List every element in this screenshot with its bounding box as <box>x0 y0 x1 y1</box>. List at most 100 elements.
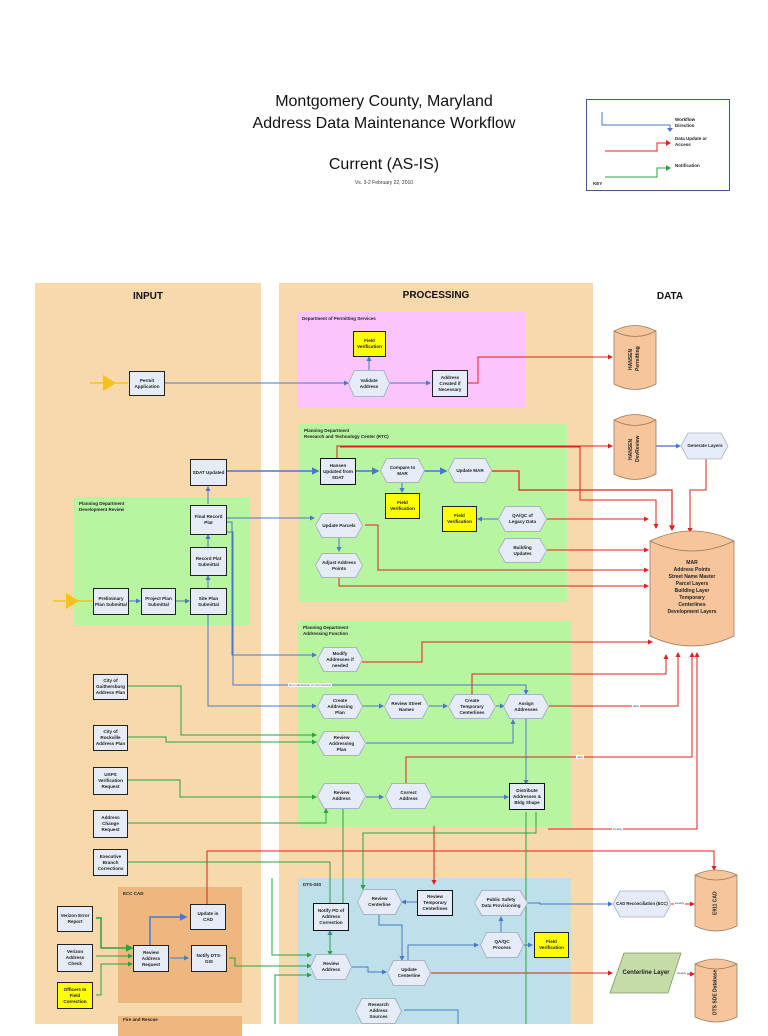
node-modify-addresses[interactable]: Modify Addresses if needed <box>317 647 363 672</box>
mar-line-development-layers: Development Layers <box>667 609 717 615</box>
wire-record-assign <box>227 531 529 695</box>
node-update-centerline[interactable]: Update Centerline <box>387 960 431 986</box>
mar-line-street-name-master: Street Name Master <box>668 574 716 580</box>
node-officers-correction[interactable]: Officers In Field Correction <box>57 982 93 1009</box>
wire-ecc-update-cad <box>206 850 717 905</box>
mar-line-building-layer: Building Layer <box>674 588 710 594</box>
legend-lines <box>601 112 673 178</box>
node-update-parcels[interactable]: Update Parcels <box>315 513 363 538</box>
version-label: Vs. 3-2 February 22, 2010 <box>354 180 414 186</box>
node-rockville-plan[interactable]: City of Rockville Address Plan <box>93 725 128 751</box>
legend-workflow-line <box>601 112 671 130</box>
region-fire-rescue-label: Fire and Rescue <box>123 1017 158 1022</box>
node-executive-branch[interactable]: Executive Branch Corrections <box>93 849 128 876</box>
node-public-safety-provisioning[interactable]: Public Safety Data Provisioning <box>474 890 528 916</box>
region-dts-gis-label: DTS-GIS <box>303 882 322 887</box>
node-sdat-updated[interactable]: SDAT Updated <box>190 459 227 486</box>
node-verizon-error[interactable]: Verizon Error Report <box>57 906 93 932</box>
node-preliminary-plan[interactable]: Preliminary Plan Submittal <box>93 588 129 615</box>
node-centerline-layer[interactable]: Centerline Layer <box>622 970 670 976</box>
node-field-verification-rtc[interactable]: Field Verification <box>385 493 420 519</box>
wire-officers <box>96 961 133 996</box>
node-field-verification-dts[interactable]: Field Verification <box>534 932 569 958</box>
weekly-annotation-cad: weekly <box>674 901 686 905</box>
node-cad-reconciliation[interactable]: CAD Reconciliation (ECC) <box>616 901 668 906</box>
wire-distribute-review-centerline <box>360 812 537 890</box>
wire-adjust-mar <box>338 577 649 589</box>
node-site-plan[interactable]: Site Plan Submittal <box>190 588 227 615</box>
store-e911-cad[interactable]: E911 CAD <box>712 891 719 915</box>
wire-generate-mar <box>687 459 707 533</box>
start-arrowhead-permit <box>103 375 116 391</box>
region-ecc-cad-label: ECC CAD <box>123 891 144 896</box>
wire-created-hansen-perm <box>467 354 613 384</box>
node-review-temp-centerlines[interactable]: Review Temporary Centerlines <box>417 890 453 916</box>
node-research-address-sources[interactable]: Research Address Sources <box>355 998 402 1024</box>
node-building-updates[interactable]: Building Updates <box>498 538 547 563</box>
wire-dts-review-update <box>351 966 387 975</box>
cad-recon-hex <box>612 890 672 918</box>
wire-review-plan-assign <box>366 719 516 744</box>
node-distribute-addresses[interactable]: Distribute Addresses & Bldg Shape <box>509 783 545 810</box>
node-hansen-updated[interactable]: Hansen Updated from SDAT <box>320 458 356 485</box>
cylinder-sde-rim <box>694 963 738 970</box>
node-generate-layers[interactable]: Generate Layers <box>687 443 723 448</box>
node-record-plat-submittal[interactable]: Record Plat Submittal <box>190 547 227 576</box>
mar-line-address-points: Address Points <box>673 567 711 573</box>
store-dts-sde[interactable]: DTS SDE Database <box>712 969 719 1015</box>
node-create-addressing-plan[interactable]: Create Addressing Plan <box>317 694 363 719</box>
wire-hansen-mar-top <box>340 446 659 529</box>
centerline-layer-shape <box>609 952 682 994</box>
node-review-centerline[interactable]: Review Centerline <box>357 889 402 915</box>
node-field-verification-legacy[interactable]: Field Verification <box>442 506 477 532</box>
legend-update-line <box>605 142 667 152</box>
node-notify-pd[interactable]: Notify PD of Address Correction <box>313 903 349 931</box>
cylinder-hansen-permitting <box>613 325 657 390</box>
node-gaithersburg-plan[interactable]: City of Gaithersburg Address Plan <box>93 674 128 700</box>
node-create-temp-centerlines[interactable]: Create Temporary Centerlines <box>448 694 496 719</box>
node-review-street-names[interactable]: Review Street Names <box>384 694 429 719</box>
wire-final-modify <box>227 521 317 658</box>
wire-parcels-mar <box>365 524 649 573</box>
node-validate-address[interactable]: Validate Address <box>348 370 390 397</box>
node-compare-to-mar[interactable]: Compare to MAR <box>380 458 425 483</box>
node-project-plan[interactable]: Project Plan Submittal <box>141 588 176 615</box>
node-correct-address[interactable]: Correct Address <box>385 783 432 809</box>
wire-usps <box>128 779 317 800</box>
node-update-in-cad[interactable]: Update in CAD <box>190 904 226 930</box>
wire-modify-mar <box>362 639 653 663</box>
node-review-address-request[interactable]: Review Address Request <box>133 945 169 972</box>
node-notify-dts-gis[interactable]: Notify DTS-GIS <box>191 945 227 972</box>
generate-layers-hex <box>680 432 729 460</box>
legend-notification-arrowhead <box>666 165 671 171</box>
node-field-verification-permitting[interactable]: Field Verification <box>353 331 386 357</box>
node-verizon-check[interactable]: Verizon Address Check <box>57 944 93 972</box>
wire-notify-dts <box>229 957 312 969</box>
store-hansen-permitting[interactable]: HANSEN Permitting <box>628 346 641 372</box>
wire-public-cad-recon <box>528 901 613 907</box>
wire-update-qaqc <box>407 942 479 960</box>
node-permit-application[interactable]: Permit Application <box>129 371 165 396</box>
wire-site-create-plan <box>207 614 317 709</box>
processing-lane-title: PROCESSING <box>402 290 470 301</box>
node-review-address[interactable]: Review Address <box>317 783 366 809</box>
node-qaqc-process[interactable]: QA/QC Process <box>480 932 524 958</box>
node-review-addressing-plan[interactable]: Review Addressing Plan <box>317 731 366 756</box>
node-qaqc-legacy[interactable]: QA/QC of Legacy Data <box>498 506 547 532</box>
store-mar[interactable]: MAR Address Points Street Name Master Pa… <box>652 560 732 616</box>
legend-update-arrowhead <box>666 140 671 146</box>
node-final-record-plat[interactable]: Final Record Plat <box>190 505 227 535</box>
wire-address-change <box>128 808 329 824</box>
wire-exec-dts-review <box>271 878 312 958</box>
store-hansen-devreview[interactable]: HANSEN DevReview <box>628 435 641 463</box>
node-usps-verification[interactable]: USPS Verification Request <box>93 767 128 795</box>
node-address-created[interactable]: Address Created if Necessary <box>432 370 468 397</box>
region-rtc-label: Planning Department Research and Technol… <box>304 428 389 439</box>
node-address-change[interactable]: Address Change Request <box>93 810 128 838</box>
cylinder-dts-sde <box>694 958 738 1023</box>
node-assign-addresses[interactable]: Assign Addresses <box>503 694 549 719</box>
node-dts-review-address[interactable]: Review Address <box>310 954 352 980</box>
node-adjust-address-points[interactable]: Adjust Address Points <box>315 553 363 578</box>
node-update-mar[interactable]: Update MAR <box>448 458 492 483</box>
